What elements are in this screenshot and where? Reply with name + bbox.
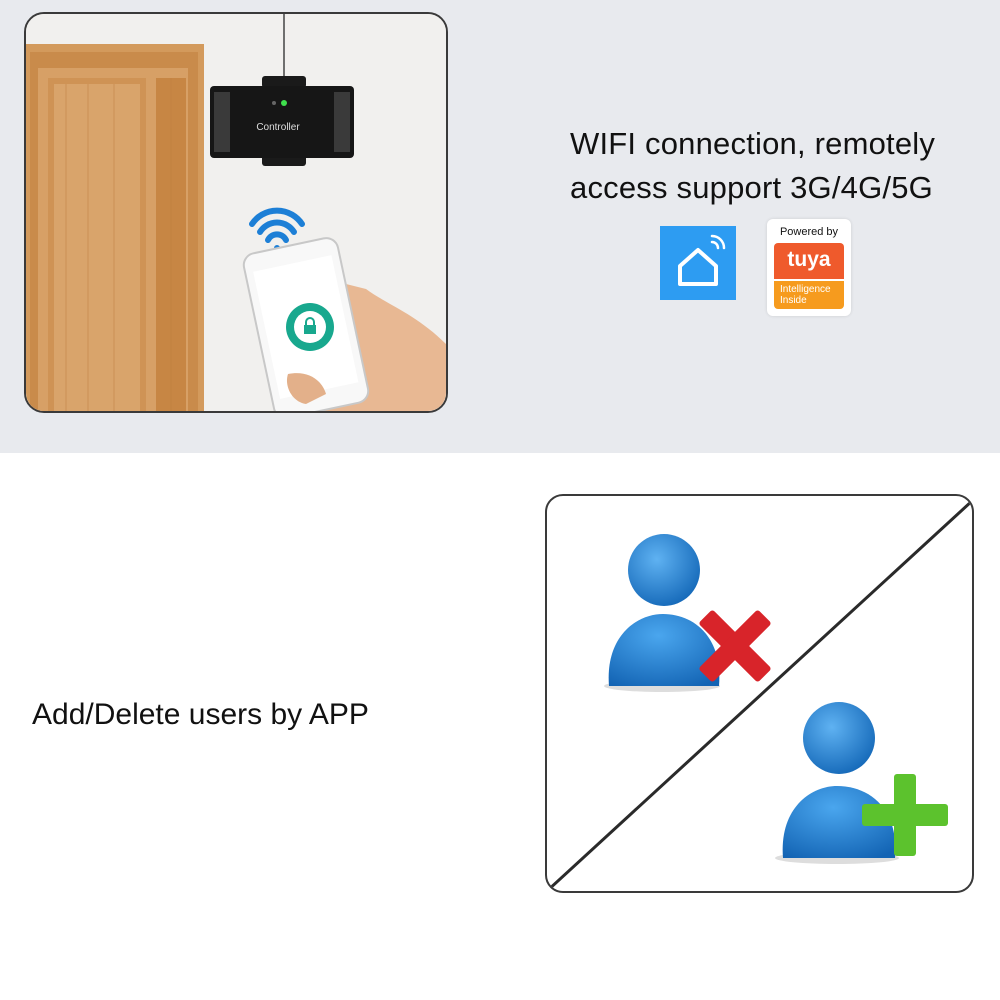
powered-by-text: Powered by <box>779 226 839 238</box>
smartphone <box>242 237 370 411</box>
users-caption: Add/Delete users by APP <box>32 698 369 731</box>
user-management-illustration <box>545 494 974 893</box>
intelligence-inside-text: Intelligence Inside <box>774 281 844 309</box>
add-user-icon <box>775 702 948 864</box>
controller-label: Controller <box>256 122 300 133</box>
product-photo: Controller <box>24 12 448 413</box>
tuya-badge: Powered by tuya Intelligence Inside <box>767 219 851 316</box>
lock-icon <box>304 317 316 334</box>
wifi-feature-text: WIFI connection, remotely access support… <box>570 122 990 210</box>
controller-device: Controller <box>210 76 354 166</box>
smart-home-app-icon <box>660 226 736 300</box>
tuya-logo: tuya <box>774 243 844 279</box>
delete-user-icon <box>604 534 771 692</box>
tagline-line-1: WIFI connection, remotely <box>570 126 936 161</box>
wifi-signal-icon <box>249 207 305 251</box>
tagline-line-2: access support 3G/4G/5G <box>570 170 933 205</box>
